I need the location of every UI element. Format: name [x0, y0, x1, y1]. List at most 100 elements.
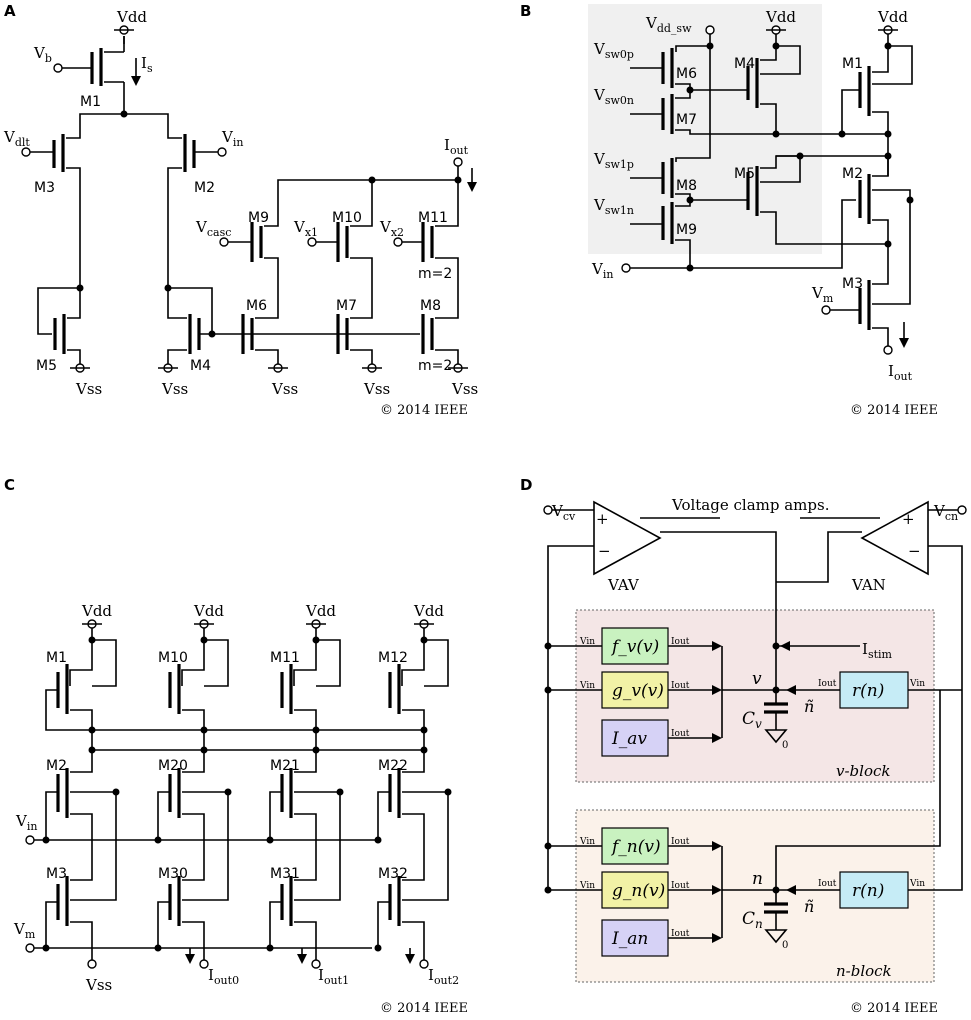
d-block-label: g_v(v) — [612, 681, 664, 701]
svg-text:M4: M4 — [190, 358, 211, 374]
a-copyright: © 2014 IEEE — [380, 403, 468, 418]
d-function-block — [601, 671, 669, 709]
svg-text:Vx1: Vx1 — [293, 218, 318, 239]
svg-text:M9: M9 — [676, 222, 697, 238]
svg-text:Vin: Vin — [579, 881, 595, 891]
d-block-label: f_n(v) — [610, 837, 661, 857]
c-device-label: M12 — [378, 650, 408, 666]
svg-text:Iout: Iout — [444, 136, 469, 157]
c-device-label: M10 — [158, 650, 188, 666]
svg-text:M3: M3 — [842, 276, 863, 292]
svg-text:M5: M5 — [734, 166, 755, 182]
svg-text:M9: M9 — [248, 210, 269, 226]
svg-text:M6: M6 — [246, 298, 267, 314]
svg-text:r(n): r(n) — [852, 681, 884, 701]
svg-text:Iout: Iout — [818, 679, 837, 689]
svg-text:VAV: VAV — [607, 576, 640, 594]
svg-text:Vcv: Vcv — [551, 502, 576, 523]
svg-text:Vsw0p: Vsw0p — [593, 40, 634, 61]
d-function-block — [601, 871, 669, 909]
c-vdd-label: Vdd — [81, 602, 112, 620]
panel-c: C VddM1M2M3VddM10M20M30VddM11M21M31VddM1… — [4, 476, 468, 1016]
svg-text:r(n): r(n) — [852, 881, 884, 901]
svg-text:Iout: Iout — [671, 929, 690, 939]
c-vdd-label: Vdd — [413, 602, 444, 620]
d-block-label: I_av — [611, 729, 647, 749]
svg-text:Iout: Iout — [671, 881, 690, 891]
svg-text:Vss: Vss — [75, 380, 102, 398]
svg-text:Vm: Vm — [13, 920, 36, 941]
d-copyright: © 2014 IEEE — [850, 1001, 938, 1016]
svg-text:+: + — [902, 510, 915, 528]
svg-text:M6: M6 — [676, 66, 697, 82]
c-device-label: M31 — [270, 866, 300, 882]
c-vdd-label: Vdd — [305, 602, 336, 620]
svg-text:m=2: m=2 — [418, 266, 452, 282]
svg-text:Vin: Vin — [579, 637, 595, 647]
svg-text:Vss: Vss — [451, 380, 478, 398]
svg-text:Vcasc: Vcasc — [195, 218, 231, 239]
svg-text:M7: M7 — [336, 298, 357, 314]
svg-text:Vdd: Vdd — [877, 8, 908, 26]
svg-text:Cn: Cn — [742, 909, 763, 931]
svg-text:m=2: m=2 — [418, 358, 452, 374]
svg-text:Vin: Vin — [15, 812, 37, 833]
svg-text:ñ: ñ — [804, 897, 814, 916]
svg-text:M2: M2 — [194, 180, 215, 196]
svg-text:Iout: Iout — [671, 837, 690, 847]
svg-text:M1: M1 — [842, 56, 863, 72]
svg-text:Vdlt: Vdlt — [3, 128, 30, 149]
svg-text:v: v — [752, 669, 762, 689]
panel-b: B — [520, 2, 938, 418]
svg-text:−: − — [908, 542, 921, 560]
svg-text:M10: M10 — [332, 210, 362, 226]
svg-text:+: + — [596, 510, 609, 528]
a-vdd-label: Vdd — [116, 8, 147, 26]
svg-text:Iout0: Iout0 — [208, 966, 239, 987]
d-block-label: f_v(v) — [610, 637, 659, 657]
svg-text:Iout: Iout — [671, 729, 690, 739]
svg-text:Vsw1n: Vsw1n — [593, 196, 634, 217]
svg-text:Vss: Vss — [161, 380, 188, 398]
c-device-label: M3 — [46, 866, 67, 882]
c-device-label: M22 — [378, 758, 408, 774]
panel-a-label: A — [4, 2, 16, 20]
svg-text:ñ: ñ — [804, 697, 814, 716]
svg-text:M1: M1 — [80, 94, 101, 110]
svg-text:M4: M4 — [734, 56, 755, 72]
svg-text:0: 0 — [782, 940, 788, 951]
panel-b-label: B — [520, 2, 531, 20]
d-function-block — [601, 719, 669, 757]
svg-text:Iout1: Iout1 — [318, 966, 349, 987]
svg-text:M2: M2 — [842, 166, 863, 182]
svg-text:M3: M3 — [34, 180, 55, 196]
c-copyright: © 2014 IEEE — [380, 1001, 468, 1016]
svg-text:n: n — [752, 869, 763, 889]
d-r-block — [839, 671, 909, 709]
c-device-label: M20 — [158, 758, 188, 774]
svg-text:Vin: Vin — [579, 837, 595, 847]
c-device-label: M11 — [270, 650, 300, 666]
svg-text:Vin: Vin — [221, 128, 243, 149]
svg-text:Vss: Vss — [85, 976, 112, 994]
c-device-label: M21 — [270, 758, 300, 774]
c-vdd-label: Vdd — [193, 602, 224, 620]
d-r-block — [839, 871, 909, 909]
svg-text:Cv: Cv — [742, 709, 762, 731]
svg-text:M11: M11 — [418, 210, 448, 226]
svg-text:Iout2: Iout2 — [428, 966, 459, 987]
svg-text:−: − — [598, 542, 611, 560]
panel-c-label: C — [4, 476, 15, 494]
svg-text:Vdd_sw: Vdd_sw — [645, 14, 692, 35]
d-function-block — [601, 627, 669, 665]
svg-text:Iout: Iout — [671, 681, 690, 691]
panel-d-label: D — [520, 476, 532, 494]
svg-text:Vin: Vin — [591, 260, 613, 281]
c-device-label: M32 — [378, 866, 408, 882]
d-block-name: n-block — [836, 962, 892, 980]
svg-text:Istim: Istim — [862, 640, 893, 661]
panel-d: D + − VAV + − VAN Voltage clamp amps. Vc… — [520, 476, 967, 1016]
svg-text:Vsw1p: Vsw1p — [593, 150, 634, 171]
svg-text:Vsw0n: Vsw0n — [593, 86, 634, 107]
